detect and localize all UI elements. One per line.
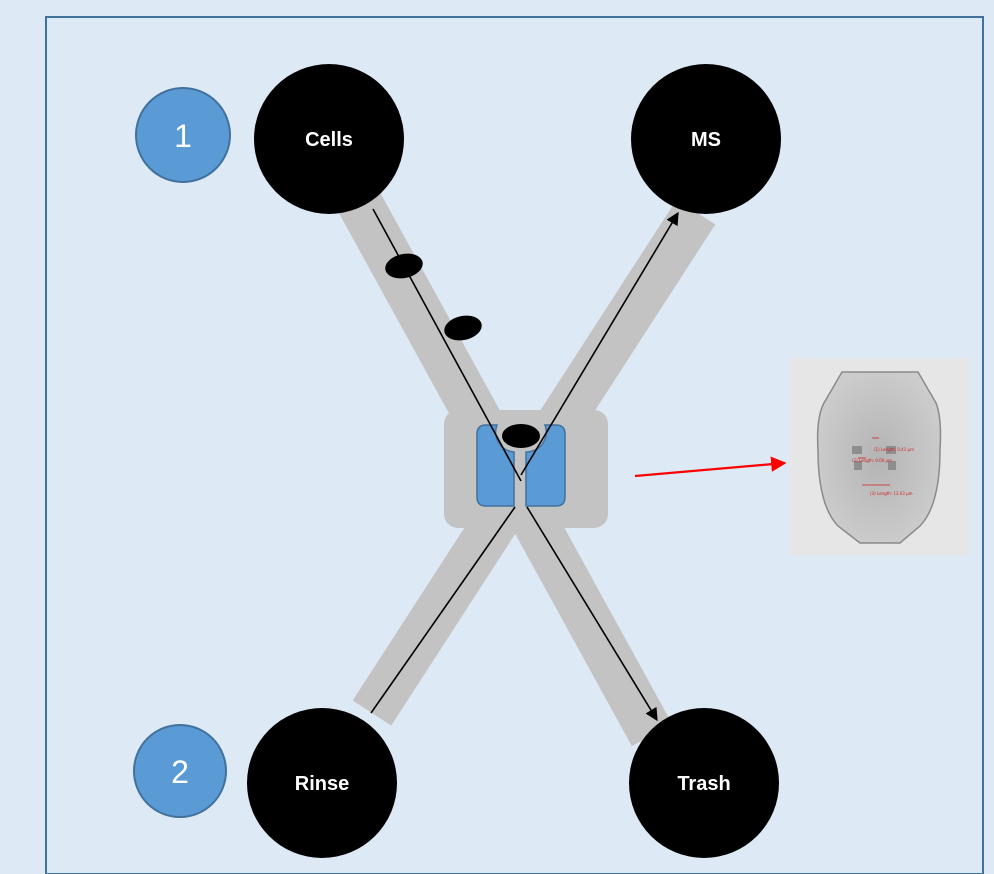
micrograph-inset: (1) Length: 0.41 µm (2) Length: 0.00 µm …: [790, 358, 969, 555]
micrograph-label-3: (3) Length: 13.03 µm: [870, 491, 913, 496]
flow-paths: [370, 208, 679, 722]
reservoir-trash-circle: [629, 708, 779, 858]
reservoir-rinse-circle: [247, 708, 397, 858]
trapped-cell: [502, 424, 540, 448]
reservoir-cells-label: Cells: [305, 129, 353, 151]
micrograph-label-2: (2) Length: 0.00 µm: [852, 458, 892, 463]
step-badge-2-label: 2: [171, 754, 189, 790]
reservoir-rinse: Rinse: [247, 708, 397, 858]
micrograph-feature: [888, 461, 896, 470]
micrograph-droplet: [816, 371, 942, 544]
micrograph-feature: [854, 461, 862, 470]
trap-left-pad: [476, 424, 515, 507]
reservoir-trash: Trash: [629, 708, 779, 858]
cell-particles: [385, 253, 540, 448]
cell-particle: [444, 315, 482, 341]
micrograph-feature: [852, 446, 862, 454]
step-badge-1: 1: [135, 87, 231, 183]
cell-trap: [476, 424, 566, 507]
step-badge-1-circle: [135, 87, 231, 183]
step-badge-2: 2: [133, 724, 227, 818]
flow-trap-to-trash: [526, 506, 658, 722]
flow-trap-to-ms: [520, 211, 679, 476]
cell-particle: [385, 253, 423, 279]
step-badge-2-circle: [133, 724, 227, 818]
pointer-arrow: [634, 456, 787, 478]
reservoir-ms-circle: [631, 64, 781, 214]
flow-cells-to-trap: [372, 208, 522, 482]
micrograph-label-1: (1) Length: 0.41 µm: [874, 447, 914, 452]
micrograph-feature: [886, 446, 896, 454]
step-badge-1-label: 1: [174, 118, 192, 154]
reservoir-cells-circle: [254, 64, 404, 214]
reservoir-rinse-label: Rinse: [295, 773, 349, 795]
trap-right-pad: [525, 424, 566, 507]
reservoir-ms: MS: [631, 64, 781, 214]
reservoir-ms-label: MS: [691, 129, 721, 151]
reservoir-cells: Cells: [254, 64, 404, 214]
flow-rinse-to-trap: [370, 506, 516, 714]
reservoir-trash-label: Trash: [677, 773, 730, 795]
